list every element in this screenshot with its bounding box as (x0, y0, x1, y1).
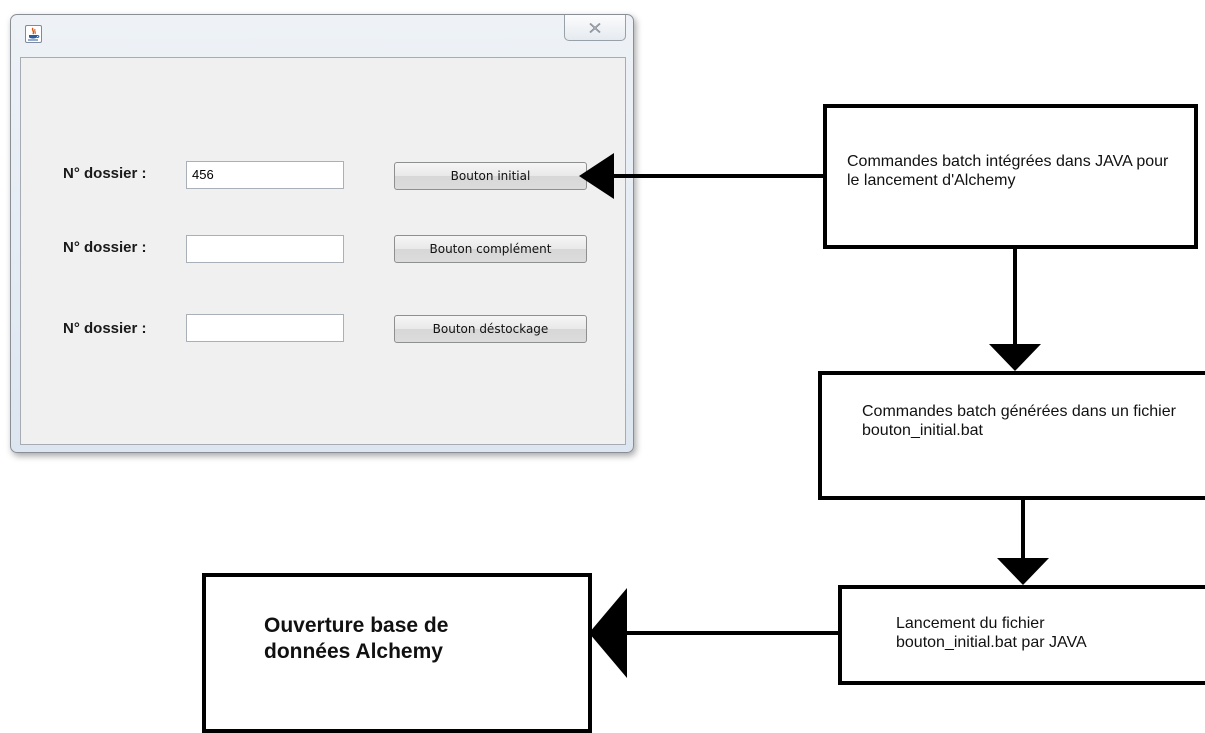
dossier-label-1: N° dossier : (63, 165, 147, 182)
bouton-destockage-button[interactable]: Bouton déstockage (394, 315, 587, 343)
dossier-label-3: N° dossier : (63, 320, 147, 337)
close-icon (589, 22, 601, 33)
flow-box-alchemy: Ouverture base de données Alchemy (202, 573, 592, 733)
dossier-input-1[interactable]: 456 (186, 161, 344, 189)
flow-text-launch: Lancement du fichier bouton_initial.bat … (896, 615, 1087, 652)
flow-text-alchemy: Ouverture base de données Alchemy (264, 614, 449, 664)
bouton-complement-button[interactable]: Bouton complément (394, 235, 587, 263)
bouton-initial-button[interactable]: Bouton initial (394, 162, 587, 190)
flow-box-batch-file: Commandes batch générées dans un fichier… (818, 371, 1205, 500)
dossier-input-2[interactable] (186, 235, 344, 263)
flow-text-batch-file: Commandes batch générées dans un fichier… (862, 403, 1176, 440)
java-app-icon (25, 25, 42, 43)
java-window: N° dossier : 456 Bouton initial N° dossi… (10, 14, 634, 453)
dossier-input-3[interactable] (186, 314, 344, 342)
title-bar (11, 15, 633, 57)
dossier-label-2: N° dossier : (63, 239, 147, 256)
arrowhead-down-2 (997, 558, 1049, 585)
arrowhead-left-1 (579, 153, 614, 199)
window-content: N° dossier : 456 Bouton initial N° dossi… (20, 57, 626, 445)
arrowhead-left-2 (589, 588, 627, 678)
close-button[interactable] (564, 15, 626, 41)
flow-text-batch-java: Commandes batch intégrées dans JAVA pour… (847, 153, 1169, 190)
flow-box-batch-java: Commandes batch intégrées dans JAVA pour… (823, 104, 1198, 249)
flow-arrows (579, 153, 1049, 678)
arrowhead-down-1 (989, 344, 1041, 371)
flow-box-launch: Lancement du fichier bouton_initial.bat … (838, 585, 1205, 685)
